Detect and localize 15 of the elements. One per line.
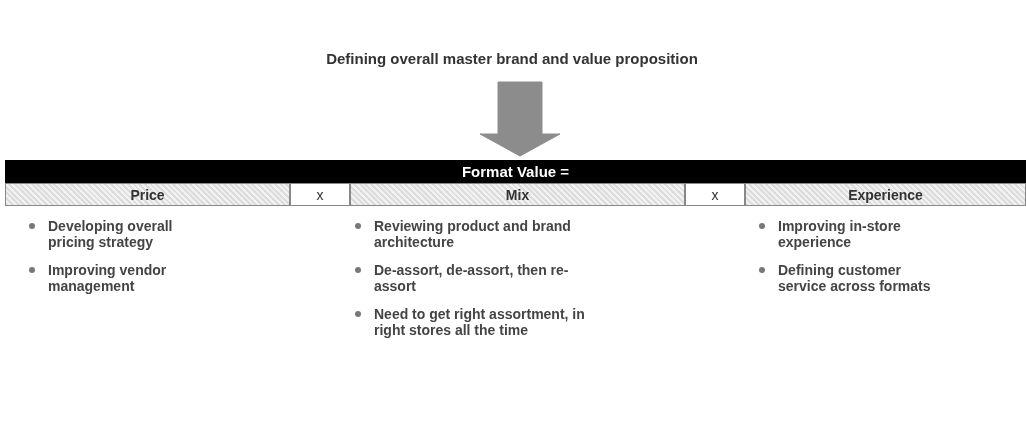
bullet-text: Improving in-store experience: [778, 218, 901, 250]
block-arrow: [479, 81, 561, 157]
bullet-text: Improving vendor management: [48, 262, 167, 294]
bullet-text: Need to get right assortment, in right stores all the time: [374, 306, 585, 338]
category-cell: Price: [5, 183, 290, 206]
operator-cell: x: [290, 183, 350, 206]
bullet-text: Developing overall pricing strategy: [48, 218, 173, 250]
category-cell: Experience: [745, 183, 1026, 206]
heading-text: Defining overall master brand and value proposition: [262, 50, 762, 67]
bullet-text: De-assort, de-assort, then re-assort: [374, 262, 569, 294]
bullet-text: Defining customer service across formats: [778, 262, 931, 294]
header-bar: Format Value =: [5, 160, 1026, 183]
category-cell: Mix: [350, 183, 685, 206]
operator-cell: x: [685, 183, 745, 206]
bullet-text: Reviewing product and brand architecture: [374, 218, 571, 250]
